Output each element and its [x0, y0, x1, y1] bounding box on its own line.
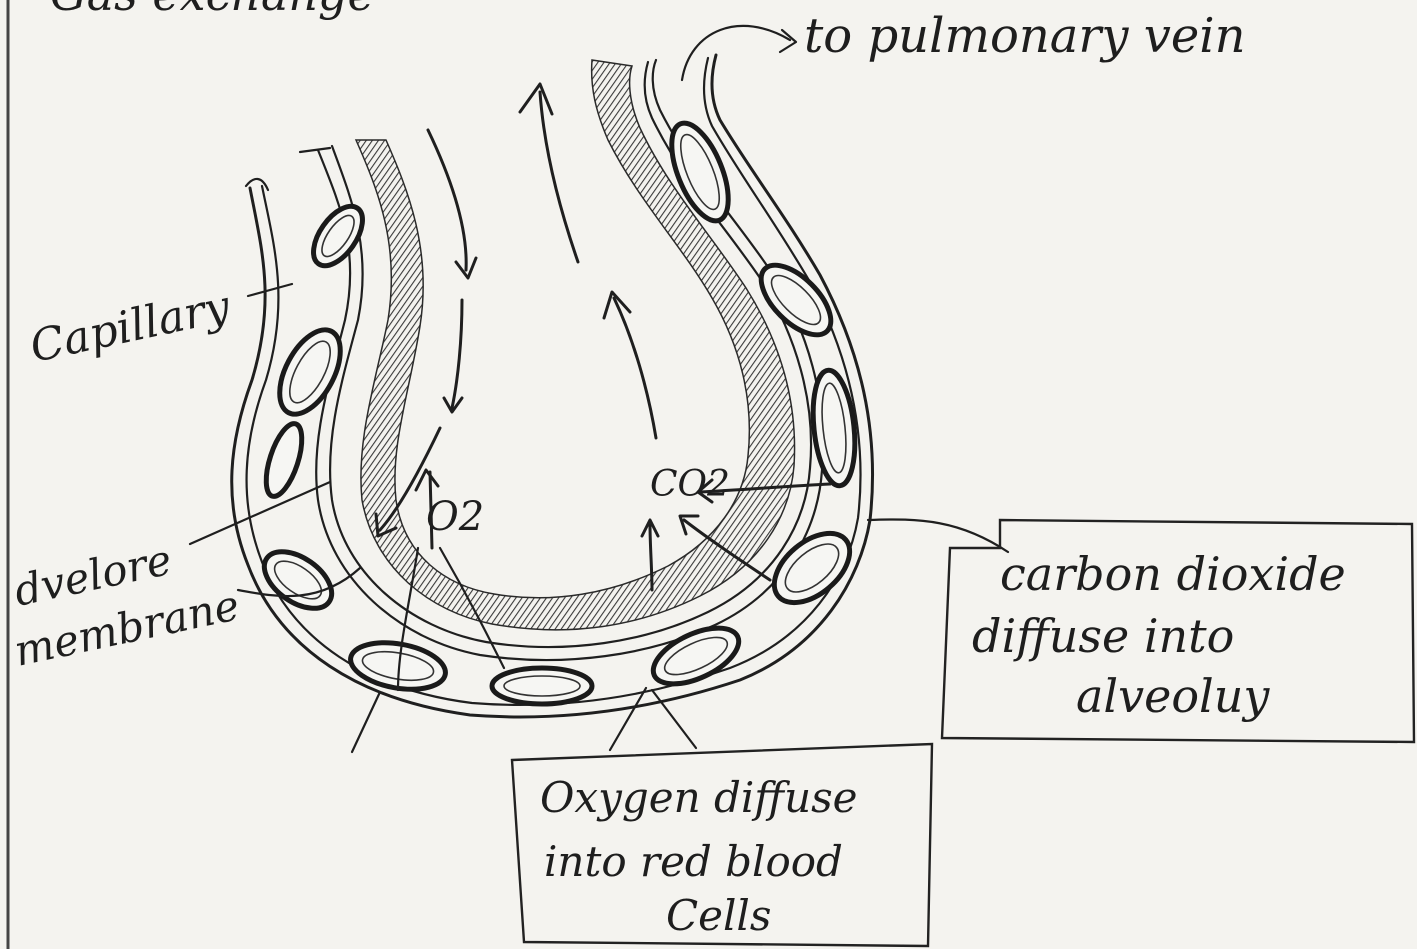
red-blood-cell — [808, 368, 860, 488]
red-blood-cell — [492, 668, 592, 704]
oxygen-box-line2: into red blood — [544, 837, 843, 886]
label-co2: CO2 — [650, 464, 730, 505]
co2-box-line2: diffuse into — [972, 609, 1234, 663]
oxygen-box-line1: Oxygen diffuse — [540, 773, 858, 822]
label-o2: O2 — [426, 494, 484, 540]
label-to-pulmonary-vein: to pulmonary vein — [804, 8, 1246, 64]
label-capillary: Capillary — [26, 281, 236, 373]
red-blood-cell — [259, 420, 309, 501]
oxygen-box-line3: Cells — [666, 891, 771, 940]
label-capillary-group: Capillary — [26, 281, 292, 373]
label-to-pulmonary-vein-group: to pulmonary vein — [682, 8, 1246, 80]
top-caption: Gas exchange — [50, 0, 375, 21]
pointer-line — [352, 692, 380, 752]
co2-box-line3: alveoluy — [1076, 669, 1270, 723]
carbon-dioxide-box: carbon dioxide diffuse into alveoluy — [868, 519, 1414, 742]
left-capillary-top — [246, 148, 330, 190]
red-blood-cell — [762, 520, 863, 616]
co2-box-line1: carbon dioxide — [1000, 547, 1346, 601]
red-blood-cell — [254, 540, 341, 620]
oxygen-box: Oxygen diffuse into red blood Cells — [512, 744, 932, 946]
